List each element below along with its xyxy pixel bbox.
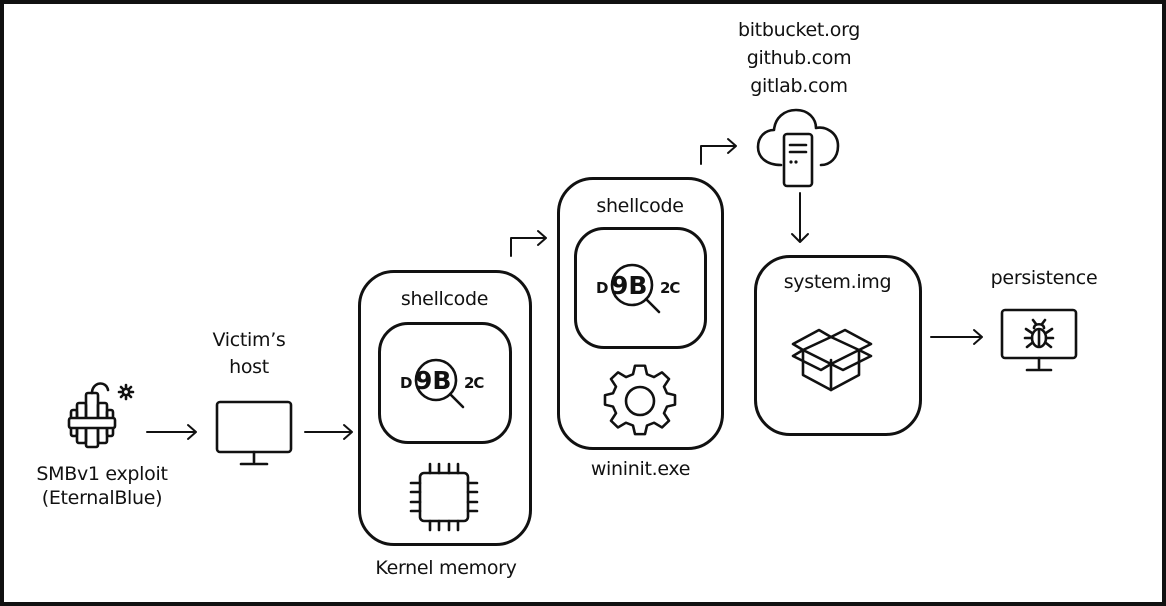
victim-host-label-line2: host xyxy=(229,356,269,378)
hash-prefix: D xyxy=(596,279,608,297)
arrow-wininit-to-repos xyxy=(700,138,737,165)
persistence-label: persistence xyxy=(990,267,1098,289)
hash-highlight: 9B xyxy=(415,366,452,395)
exploit-label-line2: (EternalBlue) xyxy=(41,487,163,509)
repo-host-bitbucket: bitbucket.org xyxy=(737,19,861,41)
victim-host-label-line1: Victim’s xyxy=(212,329,286,351)
arrow-exploit-to-victim xyxy=(146,424,197,440)
arrow-system-img-to-persistence xyxy=(930,329,983,345)
hash-suffix: 2C xyxy=(660,279,680,297)
kernel-shellcode-box: D 9B 2C xyxy=(378,322,512,444)
kernel-memory-caption: Kernel memory xyxy=(375,557,517,579)
hash-prefix: D xyxy=(400,374,412,392)
system-img-label: system.img xyxy=(783,271,892,293)
dynamite-bomb-icon xyxy=(67,382,135,449)
hash-highlight: 9B xyxy=(611,271,648,300)
magnifier-icon xyxy=(610,263,661,314)
monitor-bug-icon xyxy=(1000,308,1078,372)
open-box-icon xyxy=(791,328,873,392)
arrow-repos-to-system-img xyxy=(791,192,809,243)
repo-host-github: github.com xyxy=(746,47,852,69)
arrow-victim-to-kernel xyxy=(304,424,353,440)
cpu-chip-icon xyxy=(409,462,479,532)
hash-label: D 9B 2C xyxy=(596,263,696,314)
cloud-server-icon xyxy=(756,108,840,188)
exploit-label-line1: SMBv1 exploit xyxy=(36,463,168,485)
arrow-kernel-to-wininit xyxy=(510,230,547,257)
hash-suffix: 2C xyxy=(464,374,484,392)
wininit-container: shellcode D 9B 2C xyxy=(557,177,724,450)
monitor-icon xyxy=(215,400,293,466)
wininit-caption: wininit.exe xyxy=(590,458,691,480)
kernel-memory-container: shellcode D 9B 2C xyxy=(358,270,532,546)
hash-label: D 9B 2C xyxy=(400,358,500,409)
magnifier-icon xyxy=(414,358,465,409)
wininit-shellcode-label: shellcode xyxy=(596,195,684,217)
gear-icon xyxy=(603,364,677,436)
repo-host-gitlab: gitlab.com xyxy=(750,75,848,97)
wininit-shellcode-box: D 9B 2C xyxy=(574,227,707,349)
kernel-shellcode-label: shellcode xyxy=(400,288,489,310)
system-img-container: system.img xyxy=(754,255,922,436)
